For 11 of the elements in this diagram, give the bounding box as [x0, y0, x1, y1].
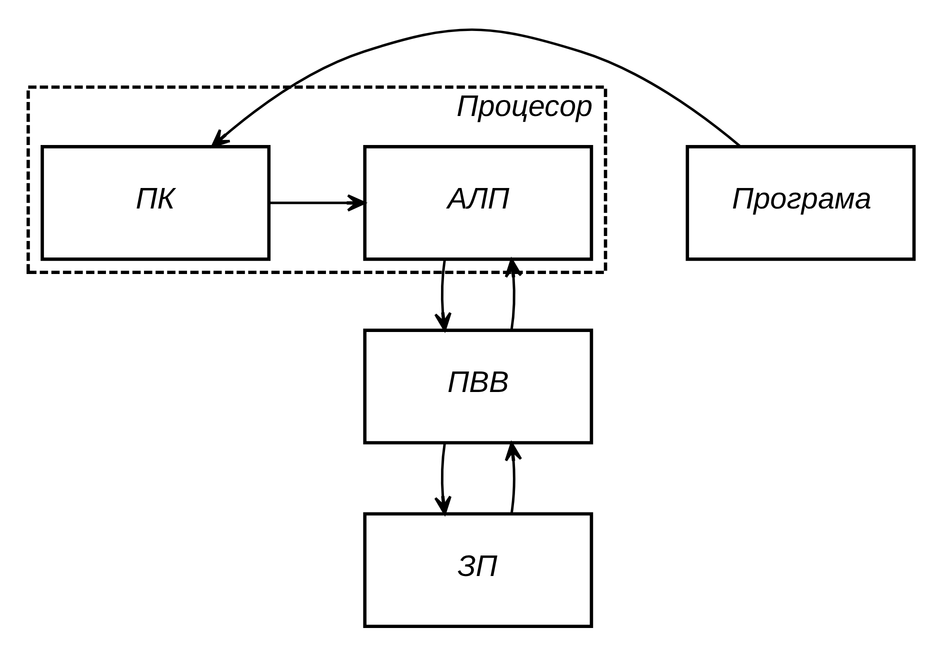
node-box: ПВВ [363, 328, 594, 444]
arrow [504, 258, 522, 330]
arrow [268, 194, 366, 212]
arrow [434, 442, 452, 514]
node-box: ПК [40, 144, 271, 260]
node-box: АЛП [363, 144, 594, 260]
arrow [434, 258, 452, 331]
node-box: Програма [686, 144, 916, 260]
node-box: ЗП [363, 512, 594, 628]
arrow [504, 442, 522, 514]
arrow [211, 28, 742, 148]
